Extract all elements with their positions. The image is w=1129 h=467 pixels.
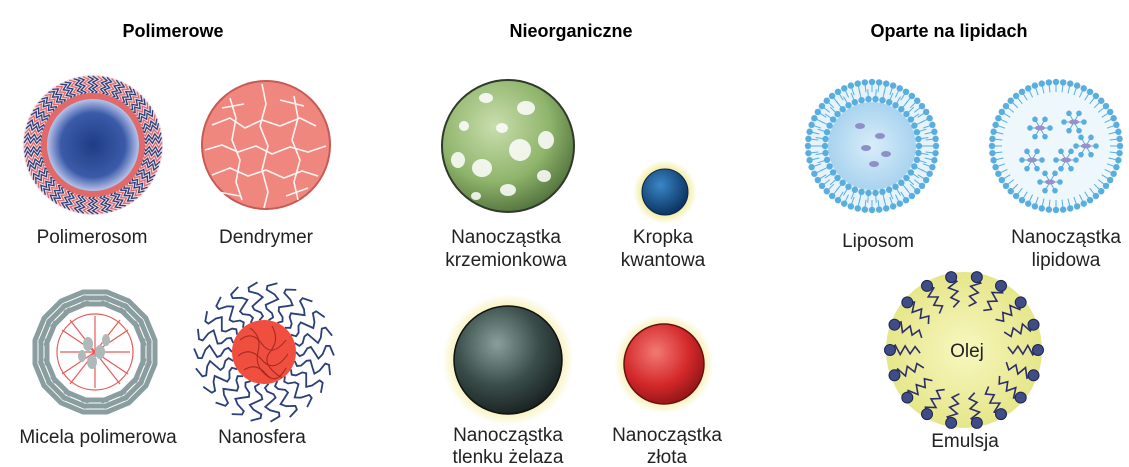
label-iron-oxide-line2: tlenku żelaza [453, 447, 564, 467]
quantum-dot-illustration [633, 160, 697, 224]
label-iron-oxide-line1: Nanocząstka [453, 425, 563, 446]
liposome-illustration [805, 79, 939, 213]
polymer-micelle-illustration [32, 289, 158, 415]
label-silica-line2: krzemionkowa [445, 250, 567, 271]
lipid-nanoparticle-illustration [989, 79, 1123, 213]
nanosphere-illustration [194, 282, 334, 421]
polymersome-illustration [23, 75, 163, 215]
label-lipid-np-line1: Nanocząstka [1011, 227, 1121, 248]
group-title-inorganic: Nieorganiczne [509, 21, 632, 41]
label-liposome: Liposom [842, 231, 914, 252]
label-lipid-np-line2: lipidowa [1032, 250, 1101, 271]
label-nanosphere: Nanosfera [218, 427, 306, 448]
label-emulsion: Emulsja [931, 431, 999, 452]
label-polymersome: Polimerosom [37, 227, 148, 248]
label-gold-line2: złota [647, 447, 688, 467]
label-quantum-dot-line2: kwantowa [621, 250, 706, 271]
label-silica-line1: Nanocząstka [451, 227, 561, 248]
group-title-polymeric: Polimerowe [122, 21, 223, 41]
iron-oxide-nanoparticle-illustration [442, 294, 574, 426]
label-gold-line1: Nanocząstka [612, 425, 722, 446]
label-dendrimer: Dendrymer [219, 227, 314, 248]
dendrimer-illustration [202, 81, 330, 209]
label-oil: Olej [950, 341, 984, 362]
gold-nanoparticle-illustration [614, 314, 714, 414]
label-polymer-micelle: Micela polimerowa [19, 427, 177, 448]
group-title-lipid: Oparte na lipidach [870, 21, 1027, 41]
label-quantum-dot-line1: Kropka [633, 227, 694, 248]
silica-nanoparticle-illustration [442, 80, 574, 212]
